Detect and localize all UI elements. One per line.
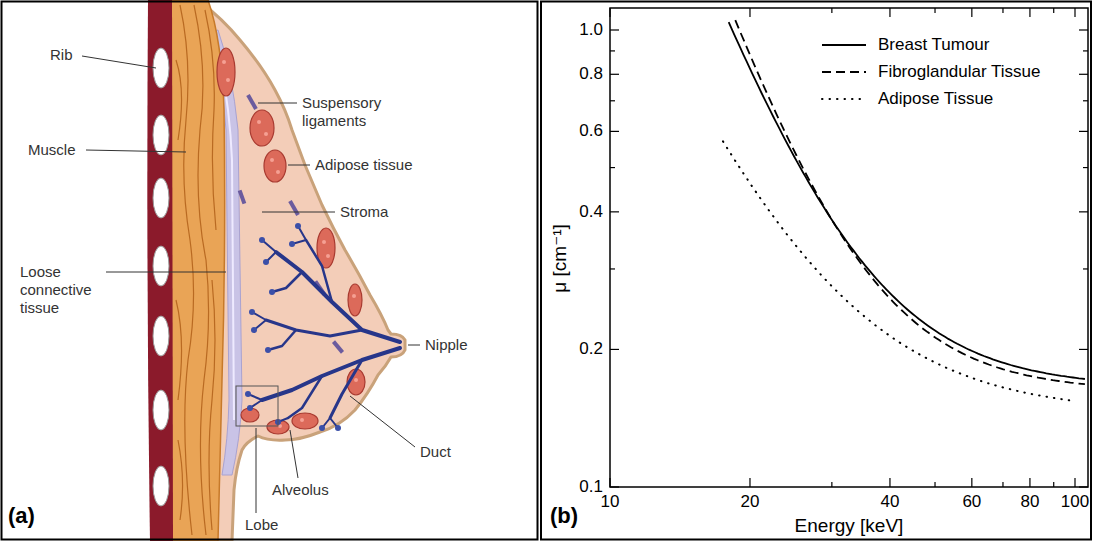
tick-mark xyxy=(1079,349,1088,350)
chest-wall xyxy=(147,0,173,541)
part-label: Adipose tissue xyxy=(315,156,413,174)
tick-label: 0.6 xyxy=(579,121,603,141)
tick-mark xyxy=(889,478,890,487)
tick-label: 20 xyxy=(741,492,760,512)
legend-text: Fibroglandular Tissue xyxy=(878,62,1041,82)
breast-outline xyxy=(198,0,405,541)
tick-mark xyxy=(610,100,615,101)
axis-title: Energy [keV] xyxy=(795,515,904,538)
tick-mark xyxy=(1029,8,1030,17)
part-label: Nipple xyxy=(425,336,468,354)
tick-mark xyxy=(610,486,619,487)
panel-border xyxy=(2,2,538,540)
tick-mark xyxy=(609,478,610,487)
tick-mark xyxy=(1002,482,1003,487)
part-label: Stroma xyxy=(340,203,388,221)
tick-mark xyxy=(610,74,619,75)
muscle xyxy=(170,0,225,541)
panel-letter: (b) xyxy=(550,503,578,529)
legend-text: Breast Tumour xyxy=(878,35,990,55)
lobe-bracket xyxy=(236,386,278,426)
tick-label: 0.4 xyxy=(579,202,603,222)
tick-label: 80 xyxy=(1020,492,1039,512)
muscle-fibres xyxy=(176,5,216,535)
tick-mark xyxy=(749,478,750,487)
legend-sample-solid xyxy=(822,44,866,46)
panel-border xyxy=(541,2,1091,540)
tick-mark xyxy=(1074,8,1075,17)
tick-mark xyxy=(1053,8,1054,13)
tick-mark xyxy=(1079,74,1088,75)
plot-frame xyxy=(610,8,1088,487)
tick-mark xyxy=(934,482,935,487)
tick-mark xyxy=(1079,486,1088,487)
tick-label: 60 xyxy=(962,492,981,512)
tick-mark xyxy=(1083,50,1088,51)
tumour-curve xyxy=(729,22,1085,379)
part-label: Alveolus xyxy=(272,481,329,499)
legend-sample-dashed xyxy=(822,71,866,73)
tick-label: 1.0 xyxy=(579,20,603,40)
adipose-curve xyxy=(723,141,1075,401)
tick-mark xyxy=(610,268,615,269)
tick-mark xyxy=(971,478,972,487)
tick-mark xyxy=(971,8,972,17)
tick-mark xyxy=(1029,478,1030,487)
tick-mark xyxy=(610,211,619,212)
fibroglandular-curve xyxy=(735,20,1085,384)
panel-letter: (a) xyxy=(8,503,35,529)
part-label: Loose connective tissue xyxy=(20,263,104,317)
legend-text: Adipose Tissue xyxy=(878,89,993,109)
tick-mark xyxy=(1083,167,1088,168)
tick-mark xyxy=(1079,211,1088,212)
tick-mark xyxy=(934,8,935,13)
tick-label: 100 xyxy=(1061,492,1089,512)
suspensory-ligaments xyxy=(238,94,344,354)
leader-lines xyxy=(82,56,420,513)
tick-mark xyxy=(610,349,619,350)
tick-label: 10 xyxy=(601,492,620,512)
tick-mark xyxy=(1074,478,1075,487)
tick-label: 40 xyxy=(880,492,899,512)
axis-title: μ [cm⁻¹] xyxy=(549,224,572,292)
tick-mark xyxy=(1083,100,1088,101)
rib-symbols xyxy=(153,48,169,506)
tick-mark xyxy=(831,482,832,487)
tick-mark xyxy=(831,8,832,13)
part-label: Suspensory ligaments xyxy=(302,94,402,130)
tick-mark xyxy=(610,167,615,168)
tick-mark xyxy=(610,131,619,132)
tick-mark xyxy=(1079,29,1088,30)
tick-mark xyxy=(749,8,750,17)
part-label: Muscle xyxy=(28,141,76,159)
tick-mark xyxy=(609,8,610,17)
tick-label: 0.8 xyxy=(579,64,603,84)
tick-mark xyxy=(610,50,615,51)
duct-tree xyxy=(248,226,400,428)
part-label: Lobe xyxy=(245,516,278,534)
tick-mark xyxy=(1079,131,1088,132)
tick-mark xyxy=(1083,268,1088,269)
tick-label: 0.1 xyxy=(579,477,603,497)
tick-mark xyxy=(1053,482,1054,487)
part-label: Rib xyxy=(50,46,73,64)
legend-sample-dotted xyxy=(822,98,866,100)
tick-mark xyxy=(610,29,619,30)
part-label: Duct xyxy=(420,443,451,461)
alveoli xyxy=(245,223,341,431)
axis-ticks xyxy=(610,8,1088,487)
tick-mark xyxy=(889,8,890,17)
tick-label: 0.2 xyxy=(579,339,603,359)
tick-mark xyxy=(1002,8,1003,13)
